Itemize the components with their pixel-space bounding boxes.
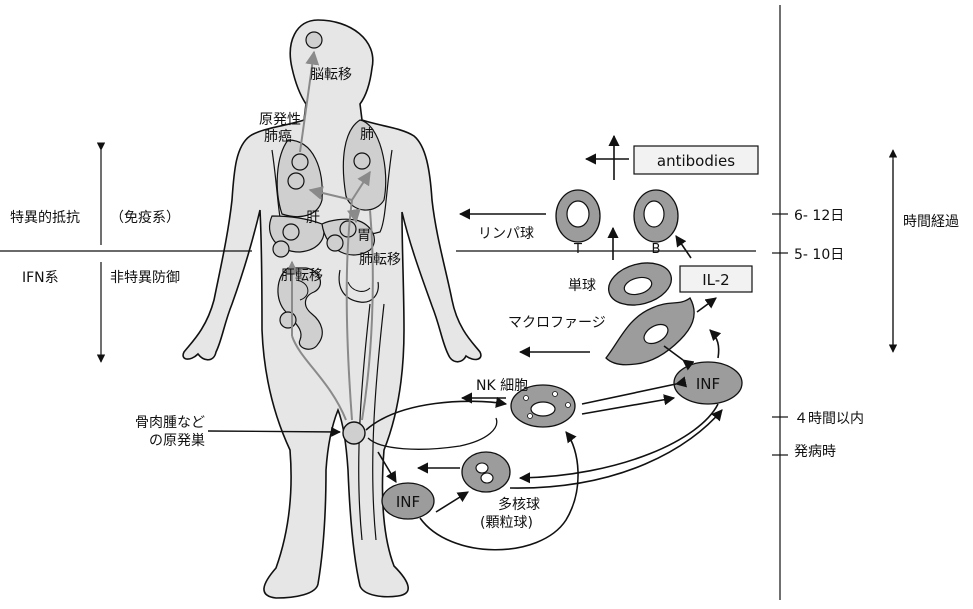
- lung-label: 肺: [360, 127, 374, 143]
- specific-resistance-label: 特異的抵抗: [10, 210, 80, 226]
- lung-tumor-2: [288, 173, 304, 189]
- knee-primary-tumor: [343, 422, 365, 444]
- lung-metastasis-label: 肺転移: [359, 252, 401, 268]
- t-cell-label: T: [573, 242, 582, 257]
- macrophage-label: マクロファージ: [508, 315, 606, 331]
- liver-label: 肝: [306, 210, 320, 226]
- liver-tumor-1: [283, 224, 299, 240]
- liver-tumor-2: [273, 241, 289, 257]
- b-cell-label: B: [652, 242, 661, 257]
- time-onset: 発病時: [794, 444, 836, 460]
- primary-lung-cancer-label-2: 肺癌: [264, 129, 292, 145]
- lymphocyte-label: リンパ球: [478, 226, 534, 242]
- lung-tumor-3: [354, 153, 370, 169]
- time-4-hours: ４時間以内: [794, 411, 864, 427]
- osteosarcoma-label-1: 骨肉腫など: [135, 415, 205, 431]
- brain-metastasis-label: 脳転移: [310, 67, 352, 83]
- lung-tumor-1: [292, 154, 308, 170]
- nk-cell-label: NK 細胞: [476, 378, 528, 394]
- timeline-axis: 6- 12日 5- 10日 ４時間以内 発病時 時間経過: [772, 5, 959, 600]
- bowel-tumor: [280, 312, 296, 328]
- time-elapsed-label: 時間経過: [903, 214, 959, 230]
- il2-label: IL-2: [702, 271, 729, 289]
- monocyte-label: 単球: [568, 278, 596, 294]
- immune-system-label: （免疫系）: [110, 210, 180, 226]
- brain-tumor: [306, 32, 322, 48]
- antibodies-label: antibodies: [657, 152, 735, 170]
- nonspecific-defense-label: 非特異防御: [110, 270, 180, 286]
- stomach-label: 胃: [357, 228, 371, 244]
- primary-lung-cancer-label-1: 原発性: [259, 112, 301, 128]
- stomach-tumor-1: [327, 235, 343, 251]
- time-6-12-days: 6- 12日: [794, 208, 844, 224]
- polymorphonuclear-label-1: 多核球: [498, 496, 540, 513]
- osteosarcoma-label-2: の原発巣: [149, 433, 205, 449]
- inf-right-label: INF: [696, 375, 720, 393]
- ifn-system-label: IFN系: [22, 270, 59, 286]
- time-5-10-days: 5- 10日: [794, 247, 844, 263]
- inf-bottom-label: INF: [396, 493, 420, 511]
- liver-metastasis-label: 肝転移: [281, 268, 323, 284]
- polymorphonuclear-label-2: (顆粒球): [480, 515, 533, 531]
